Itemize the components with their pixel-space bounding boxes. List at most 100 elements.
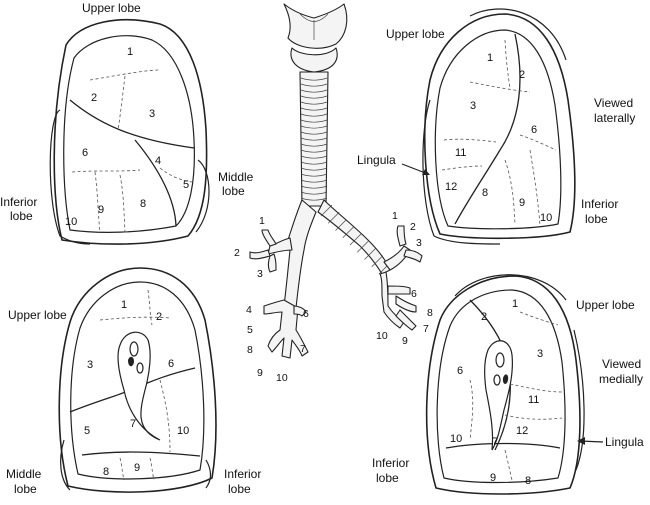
tl-seg-line-d [94,171,101,233]
tl-inferior-lobe-label-2: lobe [10,209,33,223]
br-hilum [484,340,513,451]
tl-middle-bracket [195,159,210,233]
tr-seg-line-d [441,165,483,171]
trachea-ring [300,77,328,81]
tl-upper-lobe-label: Upper lobe [82,1,141,15]
tr-seg-line-f [529,149,541,227]
tr-seg-2: 2 [519,69,525,81]
br-seg-12: 12 [516,425,528,437]
left-bronchus-7: 7 [423,323,429,335]
bl-seg-6: 6 [168,358,174,370]
br-seg-9: 9 [490,472,496,484]
right-bronchus-5: 5 [247,324,253,336]
bl-hilum [117,331,161,441]
br-hilum-vessel-2 [493,374,501,386]
tr-lung-outline [434,29,562,230]
trachea-ring [300,143,328,147]
left-lower-branches [379,271,405,329]
tl-inferior-bracket [49,109,91,245]
bl-seg-1: 1 [121,299,127,311]
left-bronchus-6: 6 [411,288,417,300]
tl-middle-lobe-label-2: lobe [222,184,245,198]
tl-oblique-fissure [134,139,177,227]
tr-pleura-outer [424,13,576,240]
tr-seg-line-b [504,39,511,89]
tr-seg-line-a [469,81,531,93]
tr-inferior-lobe-label-2: lobe [585,212,608,226]
trachea-rings [300,77,328,201]
br-seg-line-c [504,414,563,420]
bronchial-tree: 1 2 3 4 5 8 9 10 6 7 1 2 3 6 8 7 10 9 [234,3,433,384]
trachea-ring [300,155,328,159]
bl-inferior-lobe-label-1: Inferior [224,467,261,481]
br-viewed-label-1: Viewed [602,357,641,371]
trachea-ring [300,119,328,123]
bl-pleura-outer [58,267,217,493]
right-bronchus-10: 10 [276,372,288,384]
right-bronchus-9: 9 [257,367,263,379]
br-seg-line-d [469,379,474,441]
trachea-ring [300,137,328,141]
br-top-bracket [454,274,567,301]
trachea-ring [300,89,328,93]
br-hilum-vessel-1 [495,352,505,368]
tl-pleura-outer [53,18,208,245]
left-lung-medial: Upper lobe Viewed medially Lingula Infer… [372,274,644,495]
br-lingula-label: Lingula [605,435,644,449]
right-main-bronchus [283,199,317,309]
bl-lung-outline [70,281,205,480]
br-pleura-outer [425,275,581,495]
br-seg-7: 7 [492,436,498,448]
tr-seg-6: 6 [531,124,537,136]
br-seg-3: 3 [537,348,543,360]
left-lung-lateral: Upper lobe Viewed laterally Lingula Infe… [357,8,635,245]
br-seg-1: 1 [512,298,518,310]
right-b6-branch [293,305,307,317]
br-right-bracket [573,329,585,471]
tl-inferior-lobe-label-1: Inferior [0,195,37,209]
br-seg-line-b [509,383,563,393]
bl-middle-bracket [60,439,71,491]
left-bronchus-ring [357,241,369,253]
left-bronchus-3: 3 [416,237,422,249]
br-seg-6: 6 [457,365,463,377]
tl-seg-line-c [71,169,141,173]
tl-seg-8: 8 [140,198,146,210]
br-lingula-arrowhead [577,437,585,445]
br-upper-lobe-label: Upper lobe [576,298,635,312]
bl-seg-3: 3 [87,359,93,371]
left-bronchus-ring [349,233,362,246]
right-bronchus-6: 6 [303,308,309,320]
tl-seg-1: 1 [127,46,133,58]
tl-seg-9: 9 [98,204,104,216]
left-b8-b10-branches [395,295,417,331]
trachea-ring [300,95,328,99]
tl-seg-line-e [119,174,126,233]
bl-middle-lobe-label-2: lobe [14,482,37,496]
tr-left-bracket [422,99,501,245]
tr-seg-10: 10 [540,212,552,224]
br-seg-line-e [504,449,513,481]
tr-viewed-label-1: Viewed [594,96,633,110]
bl-seg-line-d [119,457,125,481]
br-seg-2: 2 [481,311,487,323]
trachea-ring [300,185,328,189]
tr-oblique-fissure [454,33,521,225]
right-b3-branch [267,253,277,273]
bl-middle-lobe-label-1: Middle [6,467,42,481]
left-bronchus-ring [371,255,383,267]
trachea-ring [300,113,328,117]
br-inferior-lobe-label-2: lobe [376,471,399,485]
left-bronchus-ring [328,212,340,224]
left-b6-branch [387,285,411,295]
tr-seg-1: 1 [487,52,493,64]
bl-seg-9: 9 [134,462,140,474]
br-hilum-bronchus [502,374,509,384]
tr-seg-9: 9 [519,197,525,209]
right-b2-branch [249,249,271,260]
tr-seg-11: 11 [455,147,466,159]
trachea-ring [300,197,328,201]
tl-seg-line-b [117,75,126,131]
trachea-ring [300,179,328,183]
